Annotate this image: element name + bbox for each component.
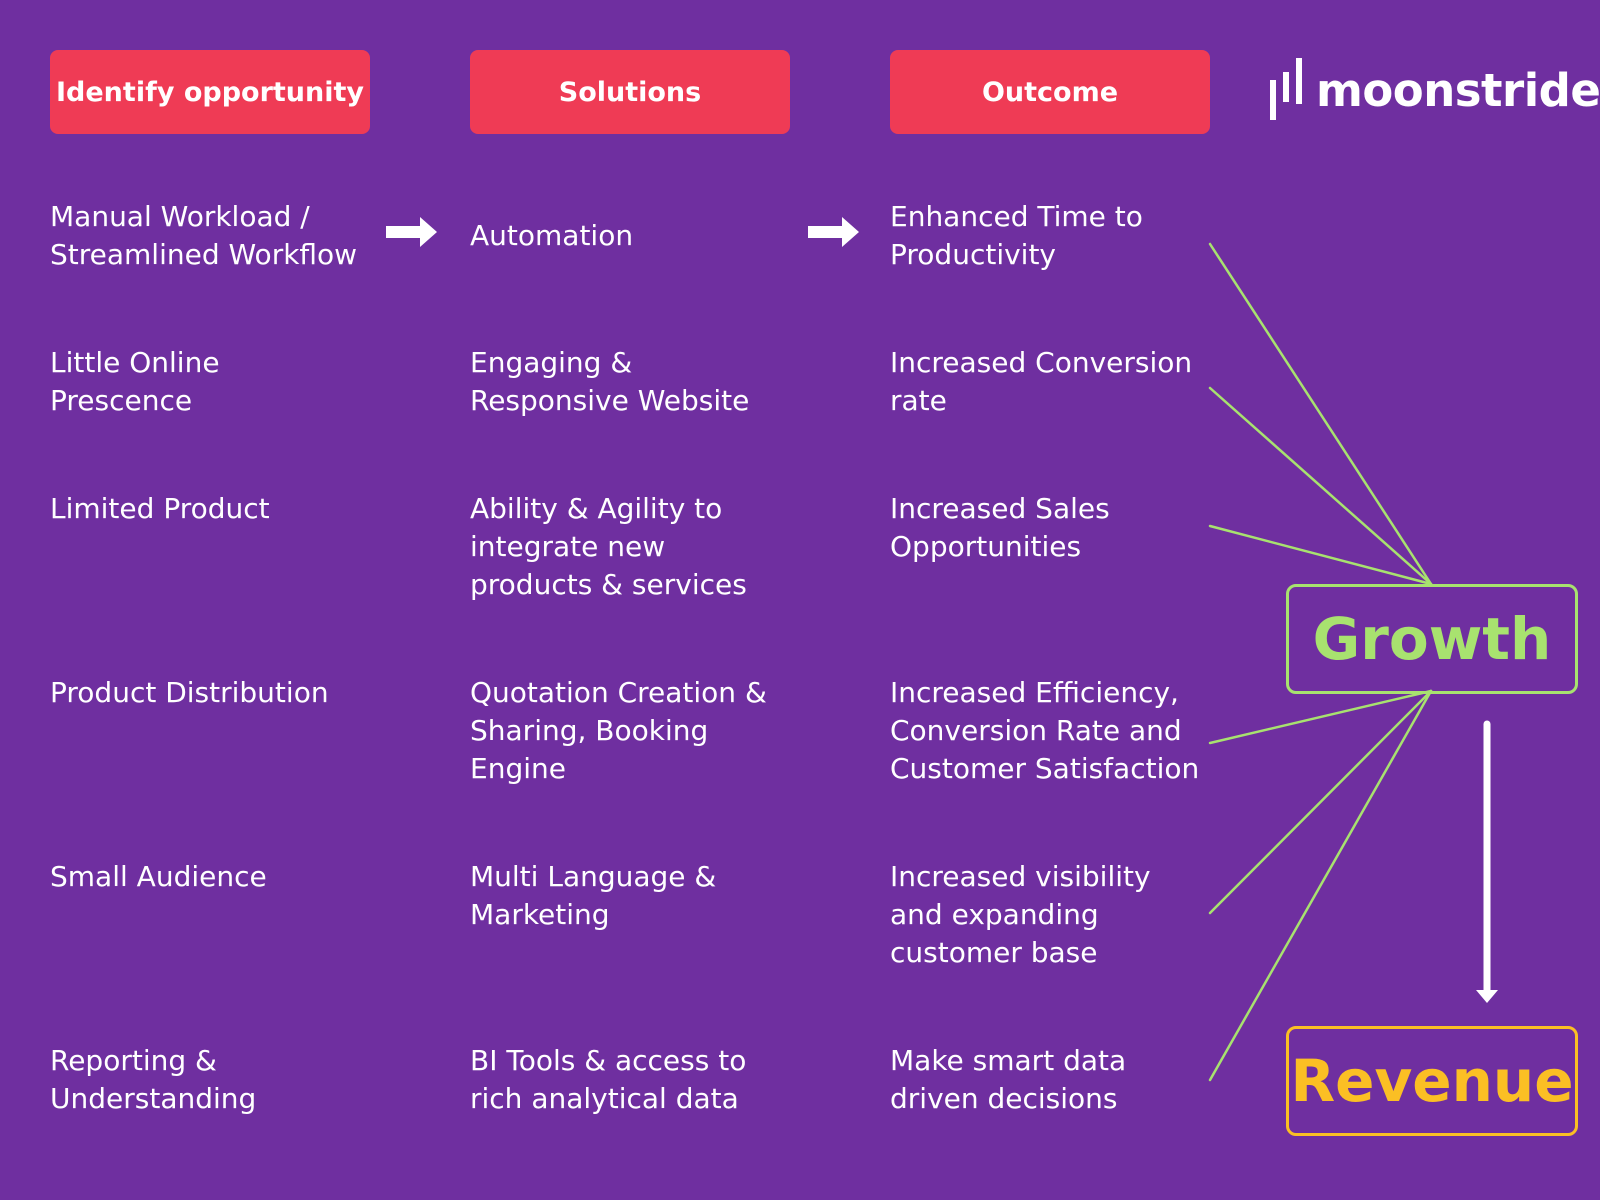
opportunity-cell: Manual Workload / Streamlined Workflow	[50, 198, 357, 274]
solution-line: Automation	[470, 219, 634, 252]
header-outcome: Outcome	[890, 50, 1210, 134]
solution-cell: Quotation Creation & Sharing, Booking En…	[470, 674, 767, 788]
revenue-box: Revenue	[1286, 1026, 1578, 1136]
opportunity-line: Manual Workload /	[50, 200, 310, 233]
revenue-label: Revenue	[1290, 1047, 1574, 1115]
connector-line	[1208, 689, 1433, 745]
growth-box: Growth	[1286, 584, 1578, 694]
solution-line: Responsive Website	[470, 384, 750, 417]
opportunity-line: Reporting &	[50, 1044, 217, 1077]
opportunity-line: Little Online	[50, 346, 220, 379]
opportunity-line: Product Distribution	[50, 676, 329, 709]
connector-line	[1208, 689, 1433, 915]
outcome-line: Conversion Rate and	[890, 714, 1182, 747]
solution-line: Engaging &	[470, 346, 633, 379]
arrow-down-icon	[1476, 720, 1498, 1003]
opportunity-line: Small Audience	[50, 860, 267, 893]
growth-label: Growth	[1312, 605, 1552, 673]
solution-line: Marketing	[470, 898, 610, 931]
solution-line: Engine	[470, 752, 566, 785]
solution-cell: Multi Language & Marketing	[470, 858, 716, 934]
outcome-cell: Increased Sales Opportunities	[890, 490, 1110, 566]
header-solutions: Solutions	[470, 50, 790, 134]
solution-line: Sharing, Booking	[470, 714, 709, 747]
opportunity-cell: Reporting & Understanding	[50, 1042, 256, 1118]
outcome-cell: Make smart data driven decisions	[890, 1042, 1126, 1118]
outcome-line: Increased Conversion	[890, 346, 1193, 379]
opportunity-cell: Product Distribution	[50, 674, 329, 712]
connector-line	[1208, 689, 1433, 1082]
opportunity-cell: Limited Product	[50, 490, 270, 528]
outcome-line: Increased visibility	[890, 860, 1151, 893]
outcome-line: Increased Sales	[890, 492, 1110, 525]
outcome-line: Customer Satisfaction	[890, 752, 1200, 785]
logo-bars-icon	[1270, 58, 1302, 120]
outcome-cell: Increased visibility and expanding custo…	[890, 858, 1151, 972]
solution-line: Ability & Agility to	[470, 492, 723, 525]
solution-line: products & services	[470, 568, 747, 601]
outcome-line: customer base	[890, 936, 1098, 969]
outcome-line: and expanding	[890, 898, 1099, 931]
solution-cell: Ability & Agility to integrate new produ…	[470, 490, 747, 604]
arrow-right-icon	[808, 217, 859, 247]
outcome-line: driven decisions	[890, 1082, 1118, 1115]
connector-line	[1208, 386, 1433, 586]
solution-line: Multi Language &	[470, 860, 717, 893]
opportunity-cell: Little Online Prescence	[50, 344, 220, 420]
solution-cell: BI Tools & access to rich analytical dat…	[470, 1042, 746, 1118]
outcome-line: Increased Efficiency,	[890, 676, 1179, 709]
outcome-line: Productivity	[890, 238, 1056, 271]
connector-line	[1208, 242, 1433, 586]
solution-line: BI Tools & access to	[470, 1044, 747, 1077]
outcome-line: Opportunities	[890, 530, 1082, 563]
connector-line	[1208, 524, 1433, 586]
moonstride-logo: moonstride	[1268, 58, 1600, 122]
solution-line: integrate new	[470, 530, 666, 563]
solution-cell: Engaging & Responsive Website	[470, 344, 749, 420]
header-identify-opportunity: Identify opportunity	[50, 50, 370, 134]
outcome-line: rate	[890, 384, 947, 417]
outcome-line: Enhanced Time to	[890, 200, 1143, 233]
outcome-line: Make smart data	[890, 1044, 1127, 1077]
arrow-right-icon	[386, 217, 437, 247]
outcome-cell: Enhanced Time to Productivity	[890, 198, 1143, 274]
opportunity-line: Understanding	[50, 1082, 257, 1115]
solution-line: Quotation Creation &	[470, 676, 767, 709]
logo-text: moonstride	[1316, 63, 1600, 117]
opportunity-line: Limited Product	[50, 492, 270, 525]
opportunity-cell: Small Audience	[50, 858, 267, 896]
solution-line: rich analytical data	[470, 1082, 739, 1115]
solution-cell: Automation	[470, 217, 633, 255]
outcome-cell: Increased Efficiency, Conversion Rate an…	[890, 674, 1199, 788]
opportunity-line: Prescence	[50, 384, 193, 417]
outcome-cell: Increased Conversion rate	[890, 344, 1192, 420]
opportunity-line: Streamlined Workflow	[50, 238, 358, 271]
